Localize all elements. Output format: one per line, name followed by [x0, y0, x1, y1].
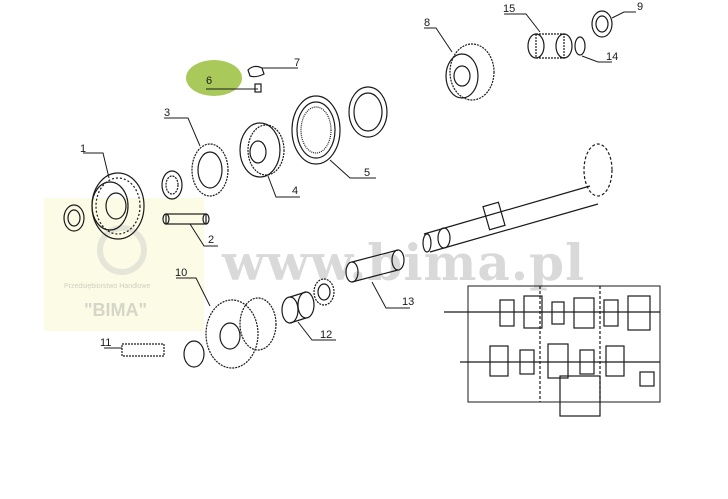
part-4-synchro-gear[interactable] — [239, 122, 285, 178]
watermark-logo — [97, 225, 147, 275]
part-11-pin[interactable] — [121, 340, 205, 368]
gearbox-assembly-section — [444, 285, 661, 417]
part-8-gear[interactable] — [445, 43, 495, 101]
label-7: 7 — [294, 57, 300, 69]
label-15: 15 — [503, 3, 515, 15]
part-2-pin[interactable] — [162, 213, 210, 225]
part-3-gear-ring[interactable] — [191, 143, 229, 197]
leader-4 — [267, 175, 300, 198]
leader-1 — [83, 152, 110, 179]
part-12-sleeve[interactable] — [281, 291, 315, 324]
part-needle-bearing — [161, 170, 183, 200]
label-14: 14 — [606, 51, 618, 63]
watermark-url: www.bima.pl — [221, 233, 585, 292]
leader-13 — [371, 281, 410, 309]
part-15-sleeve[interactable] — [527, 33, 573, 59]
leader-14 — [581, 55, 612, 63]
part-6-highlight[interactable]: 6 — [186, 60, 258, 96]
part-13-sleeve[interactable] — [345, 249, 405, 283]
label-4: 4 — [292, 185, 298, 197]
leader-8 — [424, 27, 453, 53]
label-11: 11 — [100, 337, 111, 349]
label-12: 12 — [320, 329, 332, 341]
part-9-ring[interactable] — [591, 10, 613, 38]
part-5-synchro-ring[interactable] — [291, 95, 341, 165]
leader-5 — [329, 159, 376, 179]
leader-9 — [611, 11, 636, 19]
label-9: 9 — [637, 1, 643, 13]
label-1: 1 — [80, 143, 86, 155]
label-3: 3 — [164, 107, 170, 119]
part-1-gear[interactable] — [91, 172, 145, 240]
leader-10 — [176, 277, 211, 307]
leader-12 — [297, 321, 336, 341]
label-8: 8 — [424, 17, 430, 29]
watermark-company-line: Przedsiębiorstwo Handlowe — [64, 283, 150, 290]
part-14-small-ring[interactable] — [574, 36, 586, 56]
label-6: 6 — [206, 75, 212, 87]
leader-15 — [504, 13, 541, 33]
part-6-key — [254, 83, 262, 93]
part-10-double-gear[interactable] — [205, 297, 277, 369]
part-bearing-ring-left — [63, 204, 85, 232]
part-ring-right-of-5 — [348, 86, 388, 138]
label-10: 10 — [175, 267, 187, 279]
part-7-lock[interactable] — [247, 65, 265, 78]
label-13: 13 — [402, 296, 414, 308]
label-5: 5 — [364, 167, 370, 179]
watermark-brand: "BIMA" — [84, 300, 147, 320]
part-main-shaft — [422, 143, 613, 253]
label-2: 2 — [208, 234, 214, 246]
leader-2 — [189, 223, 218, 247]
part-needle-bearing-2 — [313, 278, 335, 306]
leader-3 — [164, 117, 201, 147]
